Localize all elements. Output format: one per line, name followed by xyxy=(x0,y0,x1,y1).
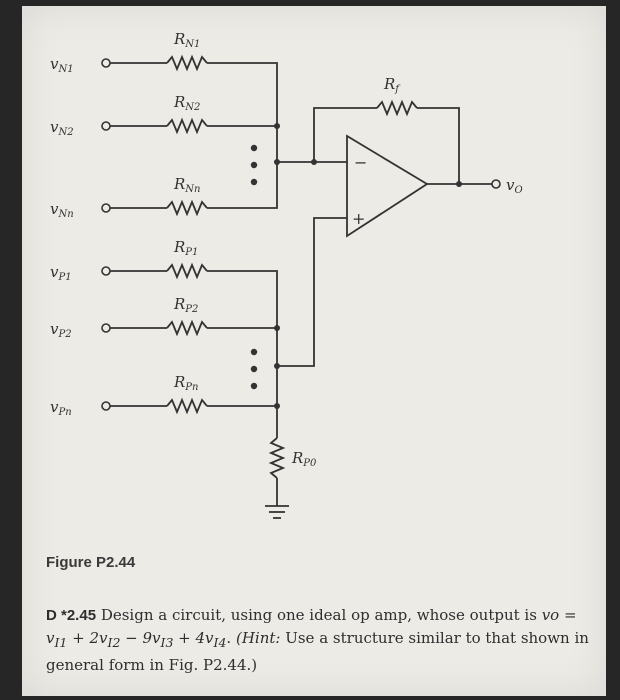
terminal-vp2 xyxy=(101,323,111,333)
label-rp0: RP0 xyxy=(291,449,317,469)
label-vn2: vN2 xyxy=(50,118,74,138)
junction-output xyxy=(456,181,462,187)
label-vnn: vNn xyxy=(50,200,74,220)
equation: vo = vI1 + 2vI2 − 9vI3 + 4vI4 xyxy=(46,606,577,650)
label-rp2: RP2 xyxy=(173,295,198,315)
label-vpn: vPn xyxy=(50,398,72,418)
label-rnn: RNn xyxy=(173,175,201,195)
junction-n xyxy=(274,159,280,165)
textbook-page: vN1 vN2 vNn vP1 vP2 vPn RN1 RN2 RNn RP1 … xyxy=(22,6,606,696)
wire-p1-node xyxy=(207,270,278,406)
wire-n1-node xyxy=(207,62,278,162)
ellipsis-dot xyxy=(250,161,258,169)
terminal-vn2 xyxy=(101,121,111,131)
opamp-plus-sign: + xyxy=(352,209,365,228)
resistor-rn2 xyxy=(166,117,208,135)
label-rf: Rf xyxy=(383,75,401,95)
junction-feedback xyxy=(311,159,317,165)
label-rn2: RN2 xyxy=(173,93,200,113)
ellipsis-dot xyxy=(250,348,258,356)
opamp-triangle xyxy=(346,134,429,238)
problem-text: D *2.45 Design a circuit, using one idea… xyxy=(46,606,589,674)
circuit-diagram: vN1 vN2 vNn vP1 vP2 vPn RN1 RN2 RNn RP1 … xyxy=(50,30,523,519)
ellipsis-dot xyxy=(250,144,258,152)
label-vp1: vP1 xyxy=(50,263,72,283)
label-vo: vO xyxy=(506,176,523,196)
junction-p2 xyxy=(274,325,280,331)
hint-label: (Hint: xyxy=(235,629,281,647)
resistor-rp2 xyxy=(166,319,208,337)
resistor-rpn xyxy=(166,397,208,415)
label-rp1: RP1 xyxy=(173,238,198,258)
problem-number: D *2.45 xyxy=(46,607,97,624)
terminal-vpn xyxy=(101,401,111,411)
resistor-rnn xyxy=(166,199,208,217)
resistor-rf xyxy=(376,99,418,117)
wire-feedback-right xyxy=(417,107,460,184)
figure-caption: Figure P2.44 xyxy=(46,554,136,571)
label-rn1: RN1 xyxy=(173,30,200,50)
junction-n2 xyxy=(274,123,280,129)
terminal-vo xyxy=(491,179,501,189)
hint-text: Use a structure similar to that shown in… xyxy=(46,629,589,674)
wire-to-plus xyxy=(277,217,347,367)
junction-p xyxy=(274,363,280,369)
resistor-rp1 xyxy=(166,262,208,280)
ellipsis-dot xyxy=(250,382,258,390)
resistor-rp0 xyxy=(268,437,286,479)
label-rpn: RPn xyxy=(173,373,198,393)
terminal-vp1 xyxy=(101,266,111,276)
label-vp2: vP2 xyxy=(50,320,72,340)
terminal-vnn xyxy=(101,203,111,213)
ellipsis-dot xyxy=(250,365,258,373)
label-vn1: vN1 xyxy=(50,55,74,75)
resistor-rn1 xyxy=(166,54,208,72)
junction-pn xyxy=(274,403,280,409)
opamp-minus-sign: − xyxy=(354,153,367,172)
problem-statement: Design a circuit, using one ideal op amp… xyxy=(100,606,542,624)
ellipsis-dot xyxy=(250,178,258,186)
wire-nn-node xyxy=(207,162,278,209)
wire-feedback-left xyxy=(313,107,377,162)
terminal-vn1 xyxy=(101,58,111,68)
